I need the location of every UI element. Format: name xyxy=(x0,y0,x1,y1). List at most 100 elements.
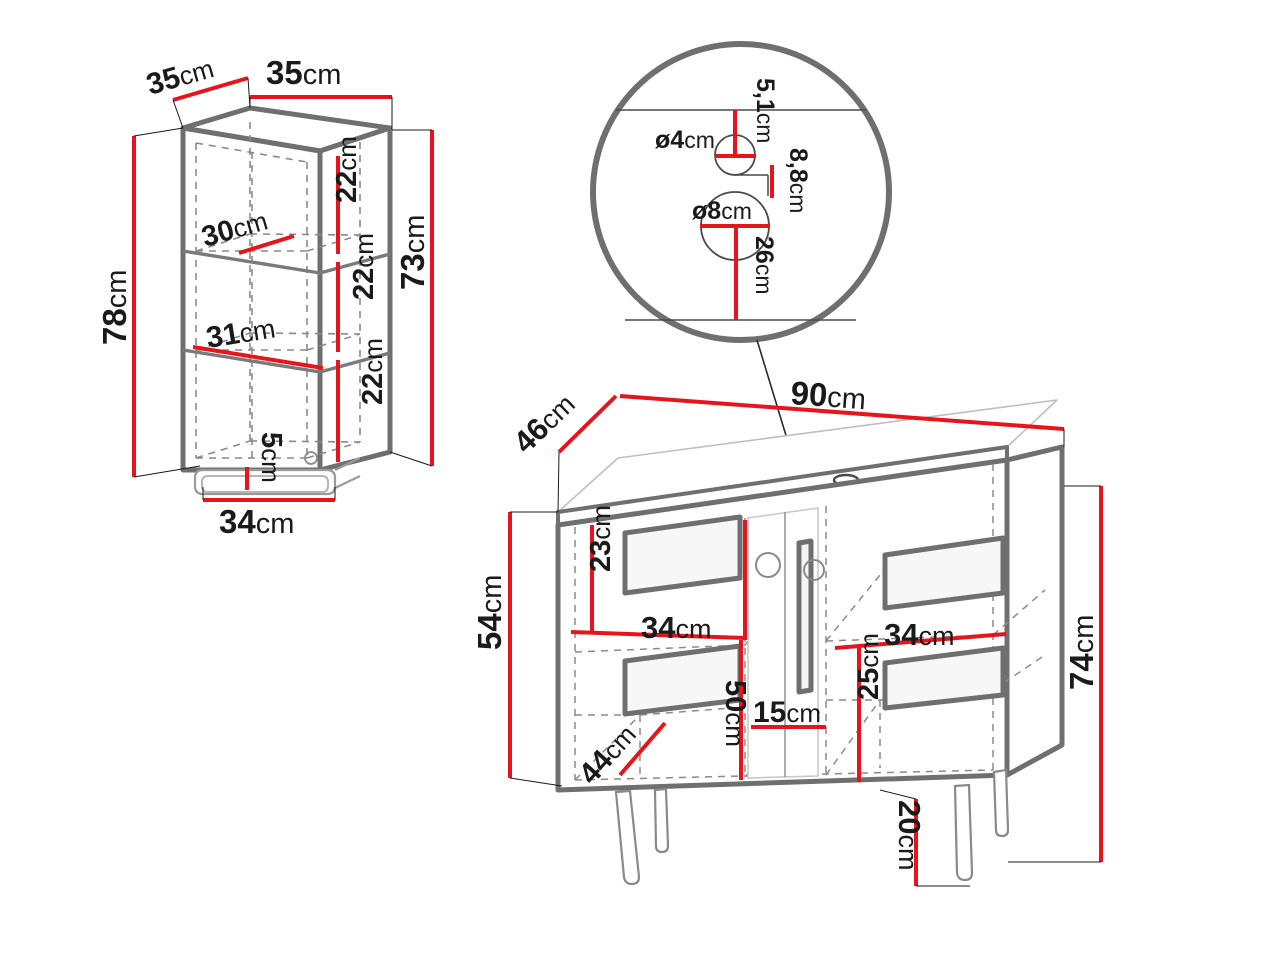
dim-unit: cm xyxy=(349,233,379,268)
dim-tall-compartment-3-22: 22cm xyxy=(336,338,389,462)
dim-value: 20 xyxy=(892,800,927,834)
vanity-leg-front-left xyxy=(614,789,641,886)
dim-value: 31 xyxy=(204,317,242,355)
dim-detail-small-hole-diameter: ø4cm xyxy=(655,126,756,158)
dim-unit: cm xyxy=(358,338,388,373)
vanity-leg-back-left xyxy=(653,787,670,854)
dim-value: 90 xyxy=(790,374,829,413)
dim-unit: cm xyxy=(786,698,821,728)
svg-text:ø8cm: ø8cm xyxy=(692,197,752,225)
svg-text:5cm: 5cm xyxy=(255,432,287,483)
dim-unit: cm xyxy=(785,183,811,214)
svg-text:34cm: 34cm xyxy=(884,617,954,652)
dim-vanity-left-drawer-height-23: 23cm xyxy=(585,505,617,632)
dim-unit: cm xyxy=(586,505,616,540)
dim-unit: cm xyxy=(684,127,715,153)
vanity-left-drawer-upper[interactable] xyxy=(622,514,743,596)
svg-text:8,8cm: 8,8cm xyxy=(784,148,812,213)
dim-value: 34 xyxy=(641,610,676,645)
svg-text:54cm: 54cm xyxy=(471,575,508,650)
dim-tall-compartment-2-22: 22cm xyxy=(336,233,380,352)
dim-unit: cm xyxy=(751,264,777,295)
svg-text:20cm: 20cm xyxy=(892,800,927,870)
dim-vanity-width-90: 90cm xyxy=(619,374,1065,447)
svg-text:15cm: 15cm xyxy=(753,696,821,729)
dim-value: 34 xyxy=(219,503,256,540)
dim-unit: cm xyxy=(237,313,277,348)
dim-unit: cm xyxy=(752,113,778,144)
vanity-center-door[interactable] xyxy=(747,507,825,779)
svg-text:25cm: 25cm xyxy=(853,633,885,700)
svg-text:22cm: 22cm xyxy=(357,338,389,405)
dim-value: 50 xyxy=(719,680,751,712)
dim-unit: cm xyxy=(476,575,508,614)
svg-text:22cm: 22cm xyxy=(331,136,363,203)
svg-text:78cm: 78cm xyxy=(96,270,133,345)
dim-vanity-door-width-15: 15cm xyxy=(751,696,826,729)
tall-cabinet-hidden-lines xyxy=(195,122,361,459)
dim-unit: cm xyxy=(399,215,431,254)
svg-text:73cm: 73cm xyxy=(394,215,431,290)
svg-text:ø4cm: ø4cm xyxy=(655,126,715,154)
vanity-legs xyxy=(614,768,1010,886)
dim-unit: cm xyxy=(918,621,954,651)
vanity-right-drawers xyxy=(882,535,1006,711)
dim-value: 15 xyxy=(753,696,786,729)
dim-tall-base-width-34: 34cm xyxy=(202,487,336,540)
dim-value: 25 xyxy=(853,668,885,700)
svg-text:26cm: 26cm xyxy=(750,236,778,294)
svg-text:50cm: 50cm xyxy=(719,680,751,747)
svg-text:34cm: 34cm xyxy=(641,610,711,645)
dim-value: 34 xyxy=(884,617,919,652)
vanity-leg-back-right xyxy=(992,768,1010,838)
svg-text:90cm: 90cm xyxy=(790,374,868,416)
dim-vanity-body-height-54: 54cm xyxy=(471,511,563,787)
vanity-right-drawer-upper[interactable] xyxy=(882,535,1006,611)
dim-unit: cm xyxy=(303,59,342,91)
dim-value: 74 xyxy=(1063,653,1100,690)
dim-unit: cm xyxy=(256,448,286,483)
svg-text:22cm: 22cm xyxy=(348,233,380,300)
dim-tall-compartment-1-22: 22cm xyxy=(331,136,363,254)
dim-tall-width-35: 35cm xyxy=(249,54,393,130)
dim-value: 54 xyxy=(471,613,508,650)
dim-detail-large-hole-to-front-26: 26cm xyxy=(734,226,778,320)
dim-value: ø8 xyxy=(692,197,721,225)
vanity-leg-front-right xyxy=(953,783,974,882)
dim-unit: cm xyxy=(854,633,884,668)
dim-value: 23 xyxy=(585,540,617,572)
dim-value: 73 xyxy=(394,253,431,290)
vanity-center-door-slot[interactable] xyxy=(796,538,814,695)
dim-value: 8,8 xyxy=(784,148,812,183)
tall-cabinet-shelves xyxy=(182,249,391,374)
dim-vanity-leg-height-20: 20cm xyxy=(879,789,970,887)
dim-tall-body-height-73: 73cm xyxy=(389,129,434,467)
svg-text:31cm: 31cm xyxy=(204,311,278,354)
dim-tall-total-height-78: 78cm xyxy=(96,127,201,478)
dim-value: 22 xyxy=(357,373,389,405)
dim-unit: cm xyxy=(826,382,867,417)
dim-vanity-total-height-74: 74cm xyxy=(1008,485,1103,863)
vanity-cabinet-drawing: 46cm 90cm 54cm 74cm xyxy=(471,374,1103,887)
dim-value: 26 xyxy=(750,236,778,264)
vanity-body-side xyxy=(1004,444,1065,778)
svg-text:35cm: 35cm xyxy=(266,54,341,91)
dim-unit: cm xyxy=(256,508,295,540)
dim-detail-large-hole-diameter: ø8cm xyxy=(692,197,770,228)
dim-value: 22 xyxy=(348,268,380,300)
dim-detail-between-holes-88: 8,8cm xyxy=(770,148,812,213)
dim-unit: cm xyxy=(893,834,923,870)
svg-text:5,1cm: 5,1cm xyxy=(751,78,779,143)
dim-unit: cm xyxy=(101,270,133,309)
dim-vanity-left-drawer-width-34: 34cm xyxy=(570,520,747,645)
dim-value: 5,1 xyxy=(751,78,779,113)
dim-vanity-left-section-height-50: 50cm xyxy=(719,640,751,780)
dim-unit: cm xyxy=(675,614,711,644)
tall-cabinet-plinth xyxy=(193,457,361,496)
dim-detail-edge-to-small-hole-51: 5,1cm xyxy=(733,78,779,156)
svg-text:23cm: 23cm xyxy=(585,505,617,572)
dim-value: ø4 xyxy=(655,126,684,154)
vanity-left-drawers xyxy=(622,514,743,717)
vanity-right-drawer-lower[interactable] xyxy=(882,645,1006,711)
